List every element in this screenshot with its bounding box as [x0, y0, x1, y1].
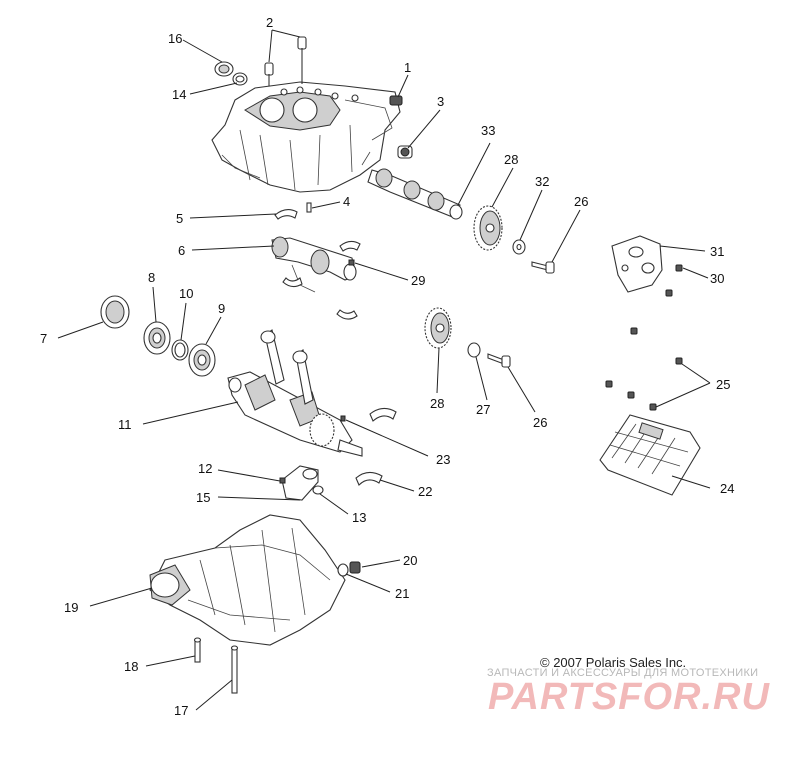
cam-gear-28-upper: [473, 205, 503, 251]
bolt-26-lower: [487, 353, 511, 368]
callout-30: 32: [535, 174, 549, 189]
callout-5: 5: [176, 211, 183, 226]
callout-28-lower: 28: [430, 396, 444, 411]
callout-23: 23: [436, 452, 450, 467]
callout-labels: 2 16 14 1 3 33 28 32 26 4 5 6 31 30 29 8…: [40, 15, 734, 718]
bearing-shell-6a: [339, 240, 361, 252]
plug-20: [349, 561, 361, 574]
callout-14: 14: [172, 87, 186, 102]
dowel-pins: [264, 36, 307, 76]
bearing-shell-6b: [282, 277, 303, 288]
bolts-31: [665, 264, 683, 297]
callout-26-upper: 26: [574, 194, 588, 209]
callout-22: 22: [418, 484, 432, 499]
callout-28-upper: 28: [504, 152, 518, 167]
bushing-3: [397, 145, 413, 159]
bearing-8: [143, 321, 171, 355]
callout-17: 17: [174, 703, 188, 718]
bearing-shell-23: [369, 407, 397, 422]
camshaft-33: [367, 168, 463, 220]
callout-29: 29: [411, 273, 425, 288]
pin-29: [348, 259, 355, 266]
callout-7: 7: [40, 331, 47, 346]
bolts-25: [605, 327, 683, 411]
callout-33: 33: [481, 123, 495, 138]
callout-8: 8: [148, 270, 155, 285]
watermark-brand: PARTSFOR.RU: [488, 676, 770, 718]
callout-4: 4: [343, 194, 350, 209]
oil-strainer-13: [281, 465, 324, 501]
lower-crankcase-19: [149, 514, 346, 646]
baffle-plate-24: [599, 414, 701, 496]
callout-13: 13: [352, 510, 366, 525]
pin-23: [340, 415, 346, 422]
callout-20: 20: [403, 553, 417, 568]
bolt-12: [279, 477, 286, 484]
washer-21: [337, 563, 349, 577]
pin-4: [306, 202, 312, 213]
callout-27: 27: [476, 402, 490, 417]
cover-plate-32: [611, 235, 663, 293]
copyright-notice: © 2007 Polaris Sales Inc.: [540, 655, 687, 670]
callout-9: 9: [218, 301, 225, 316]
balance-shaft-6: [271, 236, 357, 293]
callout-21: 21: [395, 586, 409, 601]
plug-1: [389, 95, 403, 106]
stud-17: [230, 645, 239, 694]
callout-15: 15: [196, 490, 210, 505]
bearing-shell-22: [355, 471, 383, 486]
callout-2: 2: [266, 15, 273, 30]
callout-16: 16: [168, 31, 182, 46]
callout-32: 31: [710, 244, 724, 259]
leader-lines: [57, 29, 711, 711]
crankshaft-11: [227, 329, 363, 457]
callout-6: 6: [178, 243, 185, 258]
stud-18: [193, 637, 202, 663]
callout-1: 1: [404, 60, 411, 75]
upper-crankcase: [211, 81, 401, 193]
watermark-subtitle: ЗАПЧАСТИ И АКСЕССУАРЫ ДЛЯ МОТОТЕХНИКИ: [487, 667, 759, 679]
oil-seal-7: [100, 295, 130, 329]
bolt-26-upper: [531, 261, 555, 274]
seals-14-16: [214, 61, 248, 86]
callout-12: 12: [198, 461, 212, 476]
callout-10: 10: [179, 286, 193, 301]
bearing-shell-6c: [336, 309, 358, 320]
washer-27: [467, 342, 481, 358]
callout-31: 30: [710, 271, 724, 286]
bearing-5: [274, 209, 298, 220]
callout-11: 11: [118, 417, 132, 432]
callout-26-lower: 26: [533, 415, 547, 430]
callout-25: 25: [716, 377, 730, 392]
callout-18: 18: [124, 659, 138, 674]
bearing-9: [188, 343, 216, 377]
callout-3: 3: [437, 94, 444, 109]
crank-gear-28-lower: [424, 307, 452, 349]
callout-19: 19: [64, 600, 78, 615]
callout-24: 24: [720, 481, 734, 496]
